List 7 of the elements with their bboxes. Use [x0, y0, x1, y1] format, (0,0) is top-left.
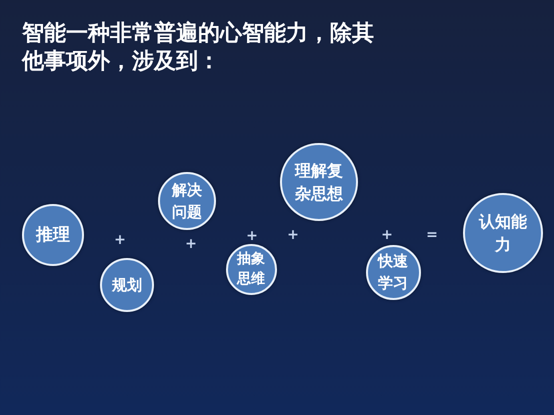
plus-sign: + [246, 229, 258, 243]
plus-sign: + [185, 237, 197, 251]
plus-sign: + [287, 228, 299, 242]
equals-sign: = [426, 228, 438, 242]
slide-title: 智能一种非常普遍的心智能力，除其他事项外，涉及到： [22, 20, 375, 76]
plus-sign: + [114, 233, 126, 247]
plus-sign: + [381, 228, 393, 242]
